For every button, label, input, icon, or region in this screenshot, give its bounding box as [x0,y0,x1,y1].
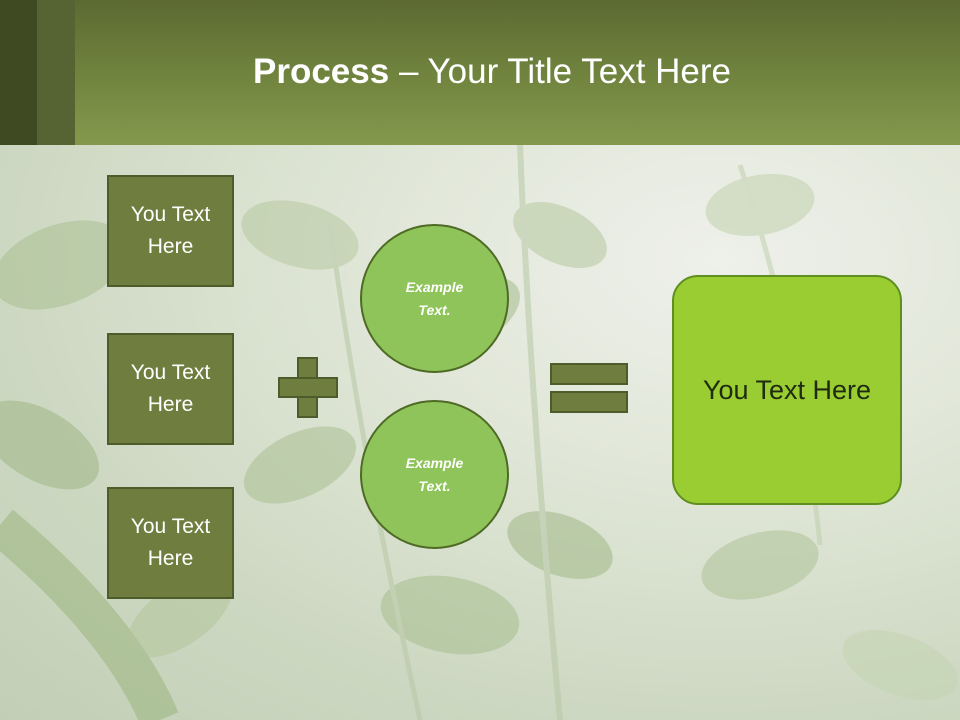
header-band: Process – Your Title Text Here [0,0,960,145]
result-label: You Text Here [702,374,872,405]
circle-label: Example Text. [405,454,464,494]
input-box-3: You Text Here [107,487,234,599]
slide-title: Process – Your Title Text Here [0,52,960,92]
input-box-label: You Text Here [130,361,211,416]
input-box-1: You Text Here [107,175,234,287]
example-circle-2: Example Text. [360,400,509,549]
plus-center [299,379,316,396]
input-box-2: You Text Here [107,333,234,445]
result-box: You Text Here [672,275,902,505]
example-circle-1: Example Text. [360,224,509,373]
input-box-label: You Text Here [130,203,211,258]
equals-top-bar [550,363,628,385]
input-box-label: You Text Here [130,515,211,570]
header-accent-bar [37,0,75,145]
title-rest: – Your Title Text Here [389,52,731,91]
circle-label: Example Text. [405,278,464,318]
header-accent-bar [0,0,37,145]
title-bold: Process [253,52,390,91]
equals-bottom-bar [550,391,628,413]
